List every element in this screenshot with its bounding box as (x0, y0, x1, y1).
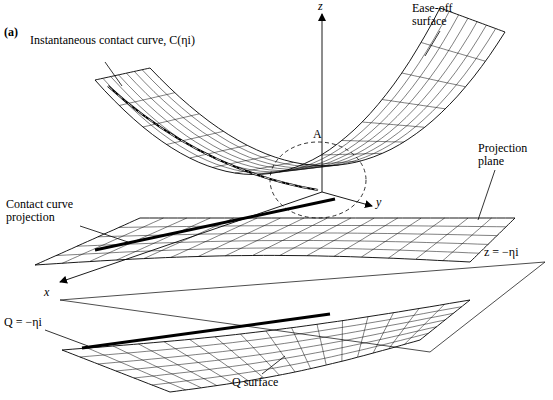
mesh-line (361, 218, 421, 257)
mesh-line (152, 333, 428, 385)
axes (60, 14, 372, 282)
mesh-line (402, 73, 466, 87)
mesh-line (416, 218, 469, 259)
mesh-line (95, 8, 440, 175)
plane-label: z = −ηi (484, 246, 550, 259)
mesh-line (280, 218, 351, 256)
mesh-line (56, 248, 479, 256)
mesh-line (421, 43, 485, 62)
panel-tag: (a) (4, 26, 34, 39)
mesh-line (382, 100, 445, 109)
mesh-line (80, 307, 462, 357)
contact-curves (82, 86, 335, 348)
mesh-line (35, 255, 470, 265)
mesh-line (334, 218, 398, 256)
curve-label: Instantaneous contact curve, C(ηi) (30, 34, 195, 47)
z-plane (60, 262, 545, 352)
mesh-line (362, 122, 425, 127)
mesh-line (119, 226, 506, 228)
mesh-line (225, 218, 304, 256)
surface-label: Ease-off surface (412, 2, 482, 28)
mesh-line (190, 145, 248, 158)
axis-label: z (318, 0, 332, 13)
mesh-line (198, 218, 281, 257)
mesh-line (95, 68, 150, 80)
q-surface-mesh (62, 300, 470, 392)
mesh-line (307, 218, 375, 256)
mesh-line (170, 340, 420, 392)
mesh-line (62, 300, 470, 350)
surface-label: Q = −ηi (4, 316, 64, 329)
plane-label: Projection plane (478, 142, 548, 168)
mesh-line (142, 29, 496, 167)
mesh-line (117, 218, 211, 260)
curve-label: Contact curve projection (6, 198, 96, 224)
axis-label: x (44, 286, 58, 299)
mesh-line (116, 320, 445, 371)
projection-plane-mesh (35, 218, 515, 265)
axis-label: y (376, 196, 390, 209)
leader-lines (45, 31, 495, 374)
mesh-line (150, 32, 505, 166)
mesh-line (35, 218, 140, 265)
ease-off-mesh (95, 8, 505, 175)
detail-circle (270, 142, 366, 218)
surface-label: Q surface (232, 376, 312, 389)
detail-tag: A (313, 128, 327, 141)
mesh-line (388, 218, 444, 258)
